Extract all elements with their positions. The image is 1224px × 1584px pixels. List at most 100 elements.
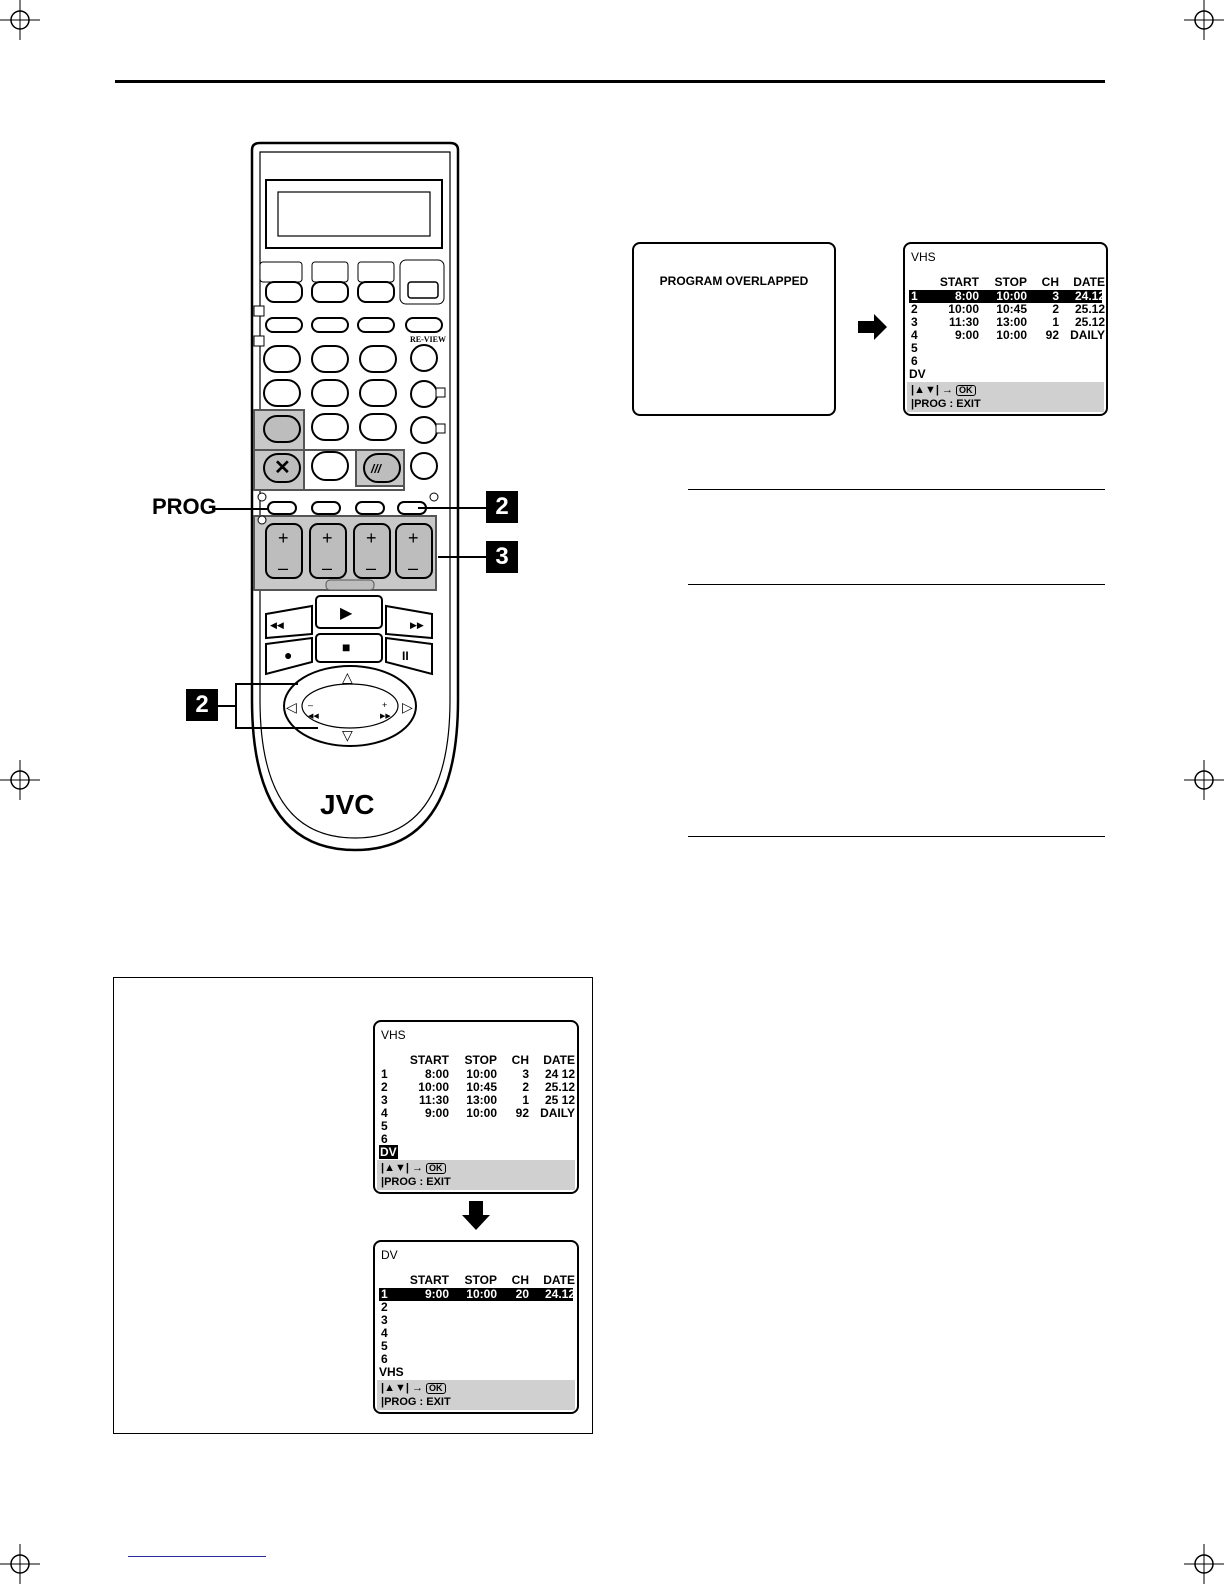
- svg-text:■: ■: [342, 639, 350, 655]
- svg-text:◁: ◁: [286, 699, 297, 715]
- osd-program-cell: 10:45: [996, 302, 1027, 316]
- svg-text:+: +: [278, 528, 289, 548]
- osd-program-number: 3: [911, 315, 918, 329]
- section-rule-2: [688, 584, 1105, 585]
- svg-text:◀◀: ◀◀: [308, 713, 319, 720]
- osd-program-number: 6: [911, 354, 918, 368]
- osd-header-cell: STOP: [994, 275, 1027, 289]
- osd-footer-line-1: |▲▼| → OK: [381, 1381, 446, 1395]
- osd-program-row: 6: [379, 1133, 573, 1146]
- osd-program-cell: 10:00: [466, 1106, 497, 1120]
- osd-program-cell: 13:00: [996, 315, 1027, 329]
- osd-header-cell: DATE: [543, 1053, 575, 1067]
- osd-program-row: 5: [379, 1120, 573, 1133]
- osd-program-number: 6: [381, 1132, 388, 1146]
- osd-footer-line-2: |PROG : EXIT: [381, 1396, 451, 1408]
- step-2-badge-bottom: 2: [186, 689, 218, 721]
- osd-program-cell: 10:00: [948, 302, 979, 316]
- svg-text:II: II: [402, 649, 409, 663]
- osd-program-cell: 10:00: [466, 1287, 497, 1301]
- ok-button-icon: OK: [426, 1383, 446, 1394]
- osd-header-cell: STOP: [464, 1053, 497, 1067]
- remote-control-illustration: RE-VIEW ✕ /// ++++ ––––: [250, 141, 460, 852]
- arrow-down-icon: [462, 1201, 490, 1230]
- osd-program-cell: 25.12: [1074, 302, 1105, 316]
- osd-program-number: 5: [911, 341, 918, 355]
- svg-text:+: +: [382, 700, 387, 710]
- osd-program-cell: 2: [1052, 302, 1059, 316]
- osd-program-cell: 11:30: [418, 1093, 449, 1107]
- osd-program-number: 2: [381, 1080, 388, 1094]
- osd-program-number: 1: [911, 289, 918, 303]
- osd-footer-line-1: |▲▼| → OK: [381, 1161, 446, 1175]
- crop-mark-mid-right: [1184, 760, 1224, 800]
- osd-program-cell: 25 12: [544, 1093, 575, 1107]
- osd-other-mode: DV: [379, 1145, 573, 1159]
- osd-program-cell: 2: [522, 1080, 529, 1094]
- osd-header-cell: START: [409, 1273, 449, 1287]
- osd-footer-line-2: |PROG : EXIT: [911, 398, 981, 410]
- osd-program-number: 2: [381, 1300, 388, 1314]
- svg-text:–: –: [308, 700, 313, 710]
- osd-program-cell: 24.12: [544, 1287, 575, 1301]
- osd-footer: |▲▼| → OK|PROG : EXIT: [377, 1380, 575, 1410]
- osd-program-cell: 92: [1045, 328, 1059, 342]
- prog-callout-label: PROG: [152, 494, 217, 519]
- header-rule: [115, 80, 1105, 83]
- step-2-top-line: [418, 507, 486, 509]
- ok-button-icon: OK: [426, 1163, 446, 1174]
- osd-program-cell: 1: [522, 1093, 529, 1107]
- osd-program-cell: DAILY: [540, 1106, 575, 1120]
- osd-program-number: 1: [381, 1067, 388, 1081]
- brand-logo: JVC: [320, 789, 374, 820]
- osd-other-mode: DV: [909, 368, 1102, 381]
- svg-text:–: –: [366, 558, 376, 578]
- osd-program-row: 6: [379, 1353, 573, 1366]
- osd-program-number: 4: [381, 1326, 388, 1340]
- osd-program-cell: 9:00: [424, 1287, 449, 1301]
- svg-text:▽: ▽: [342, 727, 353, 743]
- osd-program-cell: 8:00: [954, 289, 979, 303]
- svg-text:△: △: [342, 669, 353, 685]
- osd-program-cell: DAILY: [1070, 328, 1105, 342]
- osd-program-cell: 10:00: [996, 289, 1027, 303]
- review-label: RE-VIEW: [410, 335, 446, 344]
- osd-program-cell: 10:45: [466, 1080, 497, 1094]
- osd-other-mode: VHS: [379, 1366, 573, 1379]
- crop-mark-top-left: [0, 0, 40, 40]
- overlap-message: PROGRAM OVERLAPPED: [659, 274, 809, 288]
- osd-program-cell: 11:30: [948, 315, 979, 329]
- svg-text:///: ///: [370, 462, 383, 476]
- svg-text:▶: ▶: [340, 605, 353, 622]
- osd-program-row: 2: [379, 1301, 573, 1314]
- step-2-bracket: [218, 683, 318, 729]
- osd-program-cell: 10:00: [996, 328, 1027, 342]
- svg-text:◀◀: ◀◀: [270, 620, 284, 630]
- osd-program-number: 3: [381, 1313, 388, 1327]
- osd-footer: |▲▼| → OK|PROG : EXIT: [907, 382, 1104, 412]
- svg-text:●: ●: [284, 647, 292, 663]
- osd-header-cell: DATE: [1073, 275, 1105, 289]
- osd-header-cell: STOP: [464, 1273, 497, 1287]
- osd-program-number: 4: [381, 1106, 388, 1120]
- osd-program-cell: 24.12: [1074, 289, 1105, 303]
- osd-header-cell: START: [939, 275, 979, 289]
- osd-program-cell: 10:00: [466, 1067, 497, 1081]
- svg-text:▶▶: ▶▶: [380, 713, 391, 720]
- section-rule-3: [688, 836, 1105, 837]
- osd-program-cell: 25.12: [1074, 315, 1105, 329]
- prog-callout-line: [212, 508, 268, 510]
